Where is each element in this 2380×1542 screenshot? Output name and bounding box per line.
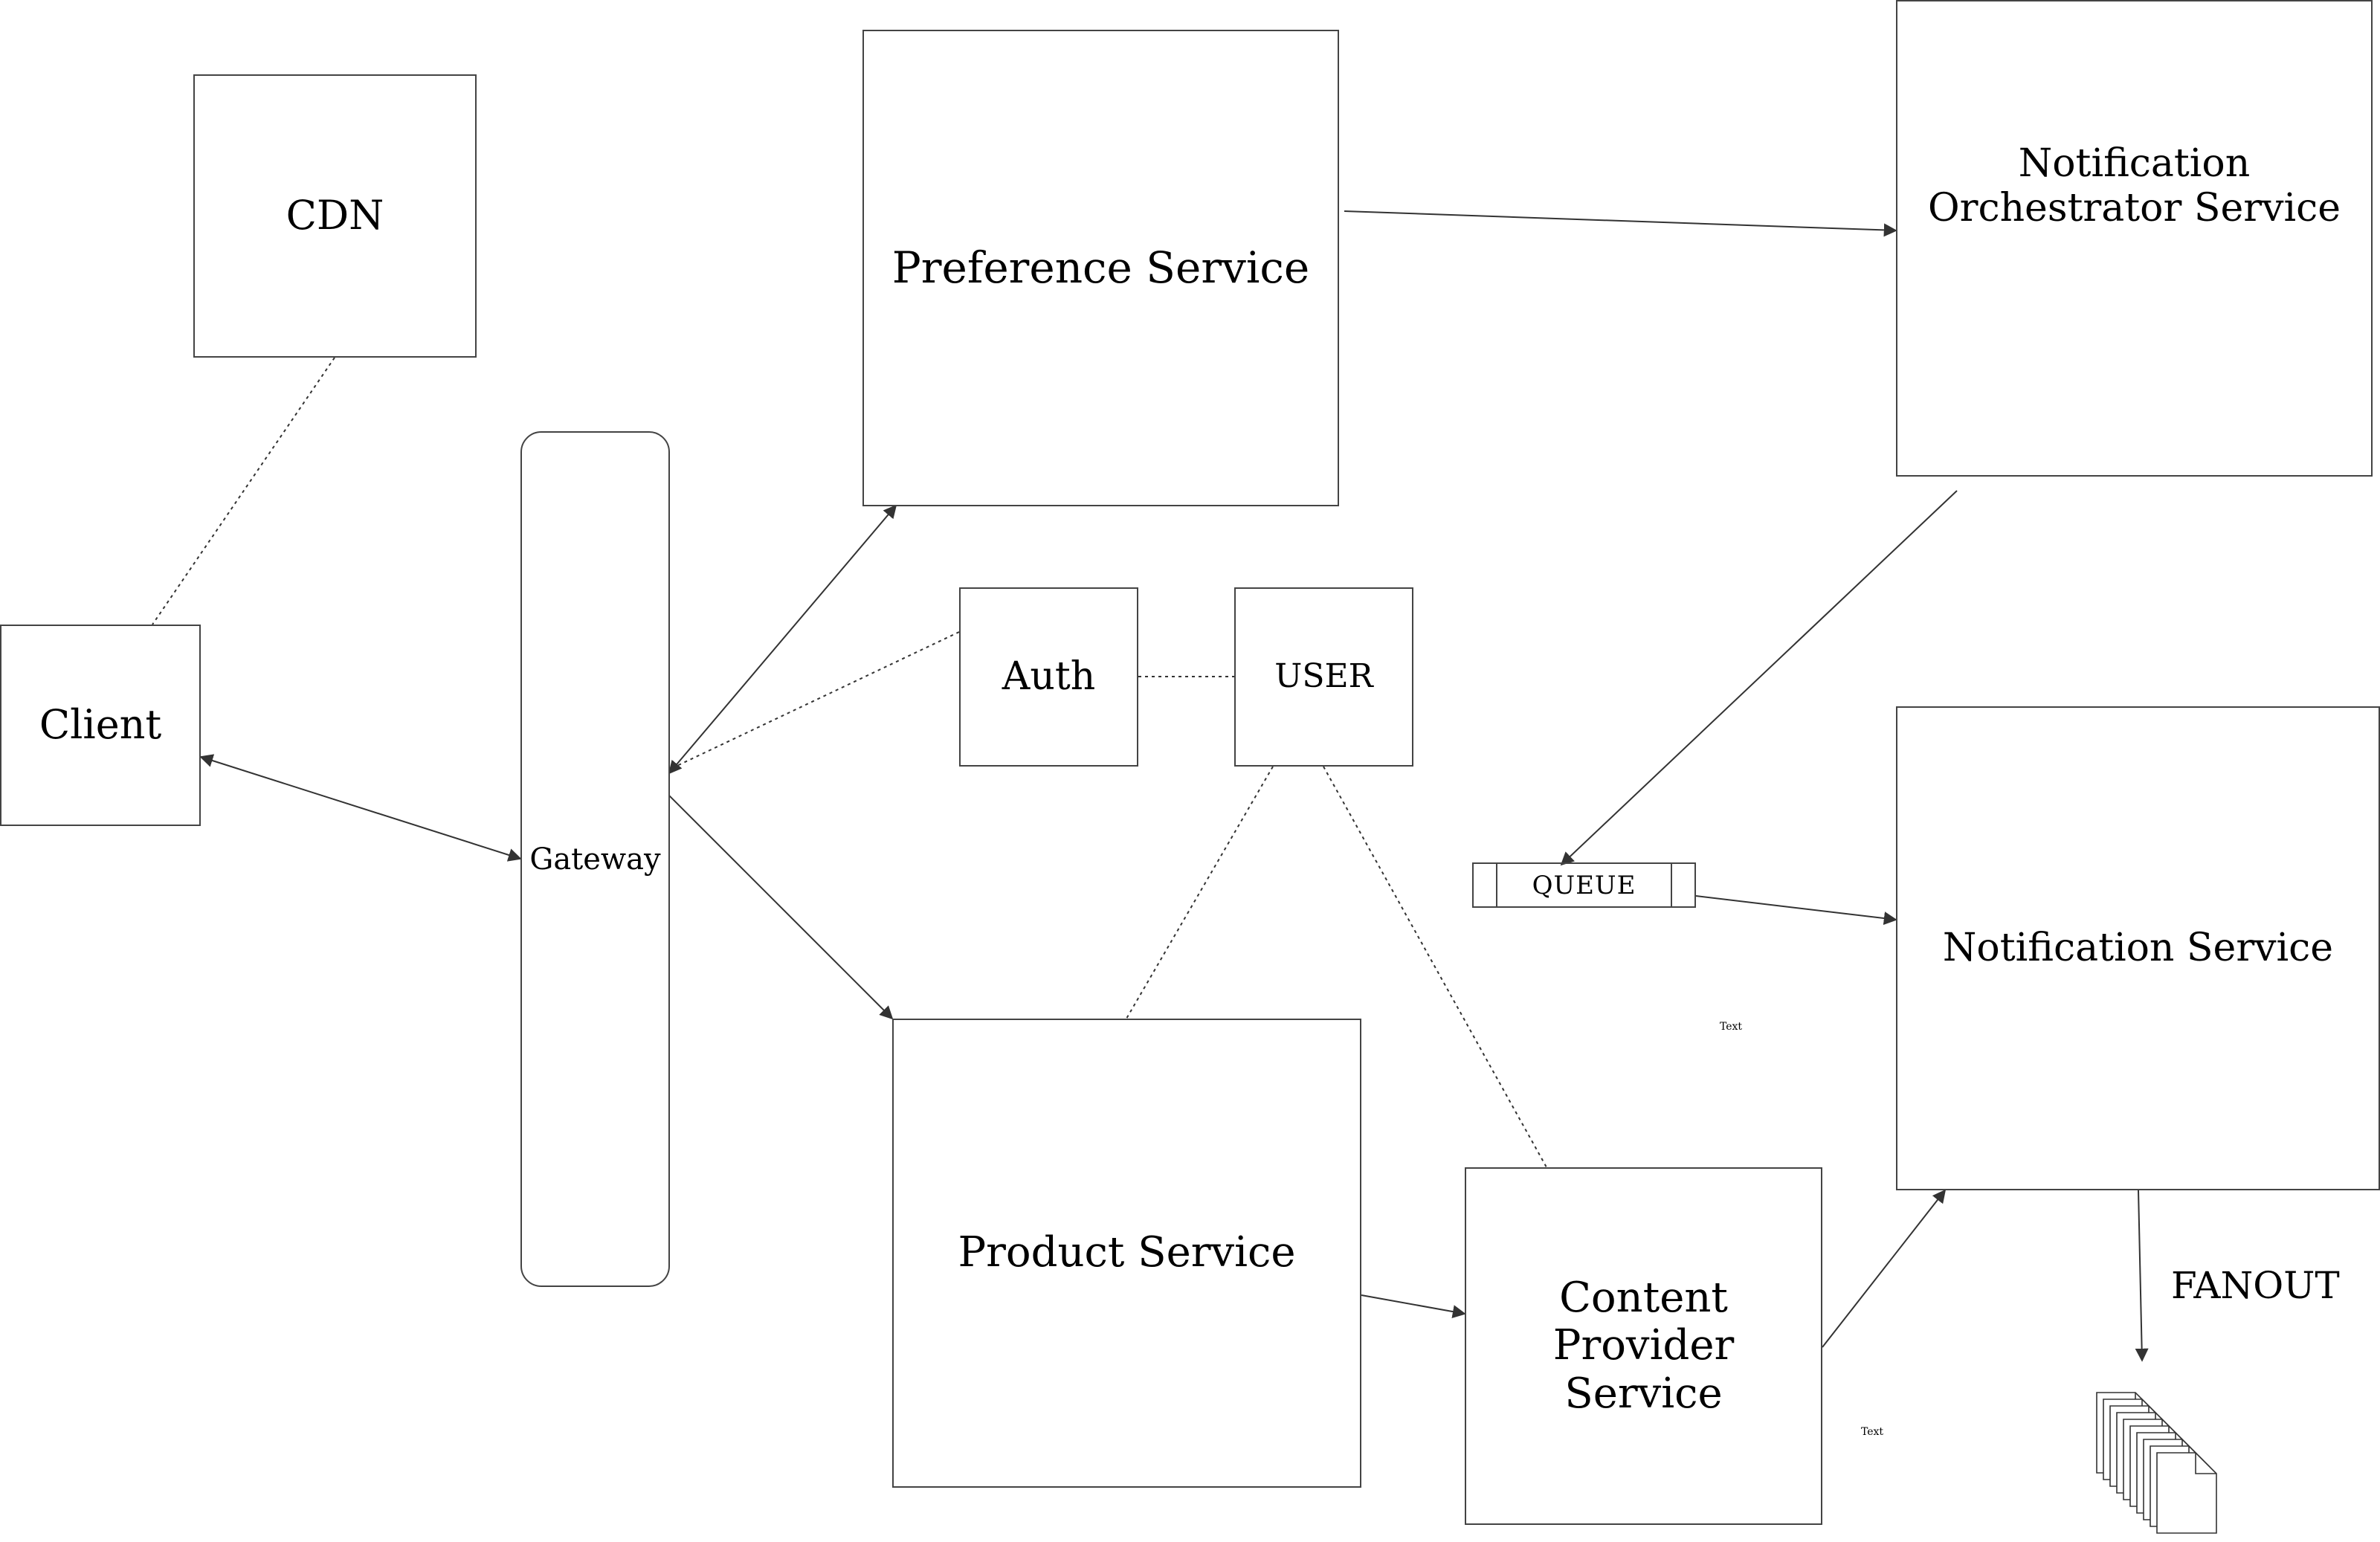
cdn-node[interactable]: CDN	[193, 74, 477, 358]
edge-product-content	[1361, 1294, 1466, 1318]
auth-label: Auth	[1002, 654, 1096, 699]
content-provider-label: Content Provider Service	[1552, 1273, 1735, 1418]
fanout-label: FANOUT	[2171, 1264, 2340, 1307]
queue-right-divider	[1671, 864, 1672, 906]
product-service-label: Product Service	[958, 1228, 1296, 1277]
edge-preference-orchestrator	[1344, 210, 1897, 237]
text-label-1: Text	[1720, 1021, 1743, 1033]
edge-orchestrator-queue	[1560, 490, 1958, 866]
gateway-label: Gateway	[529, 842, 661, 877]
edge-notification-fanout	[2135, 1190, 2149, 1362]
document-stack-icon	[2096, 1392, 2217, 1534]
content-provider-node[interactable]: Content Provider Service	[1465, 1167, 1822, 1525]
preference-service-label: Preference Service	[891, 242, 1310, 294]
text-label-2: Text	[1861, 1426, 1884, 1438]
auth-node[interactable]: Auth	[959, 587, 1138, 767]
edge-auth-gateway	[668, 631, 960, 770]
product-service-node[interactable]: Product Service	[892, 1019, 1361, 1488]
edge-queue-notification	[1695, 895, 1897, 926]
preference-service-node[interactable]: Preference Service	[862, 30, 1339, 506]
user-node[interactable]: USER	[1234, 587, 1413, 767]
client-label: Client	[39, 701, 162, 749]
cdn-label: CDN	[286, 192, 384, 239]
edge-gateway-product	[654, 780, 894, 1020]
client-node[interactable]: Client	[0, 625, 201, 826]
edge-content-notification	[1822, 1189, 1947, 1348]
edge-user-product	[1126, 766, 1274, 1019]
queue-left-divider	[1496, 864, 1497, 906]
edge-client-gateway	[199, 754, 522, 862]
edge-user-content	[1323, 766, 1547, 1168]
gateway-node[interactable]: Gateway	[520, 431, 670, 1287]
edge-gateway-preference	[668, 504, 897, 775]
notification-orchestrator-label: Notification Orchestrator Service	[1927, 141, 2341, 230]
edge-cdn-client	[152, 357, 335, 625]
user-label: USER	[1274, 657, 1373, 696]
notification-service-node[interactable]: Notification Service	[1896, 706, 2380, 1190]
document-sheet	[2156, 1452, 2217, 1534]
queue-node[interactable]: QUEUE	[1472, 862, 1696, 908]
notification-service-label: Notification Service	[1942, 925, 2334, 970]
queue-label: QUEUE	[1532, 870, 1636, 900]
document-fold	[2195, 1453, 2216, 1474]
notification-orchestrator-node[interactable]: Notification Orchestrator Service	[1896, 0, 2373, 477]
